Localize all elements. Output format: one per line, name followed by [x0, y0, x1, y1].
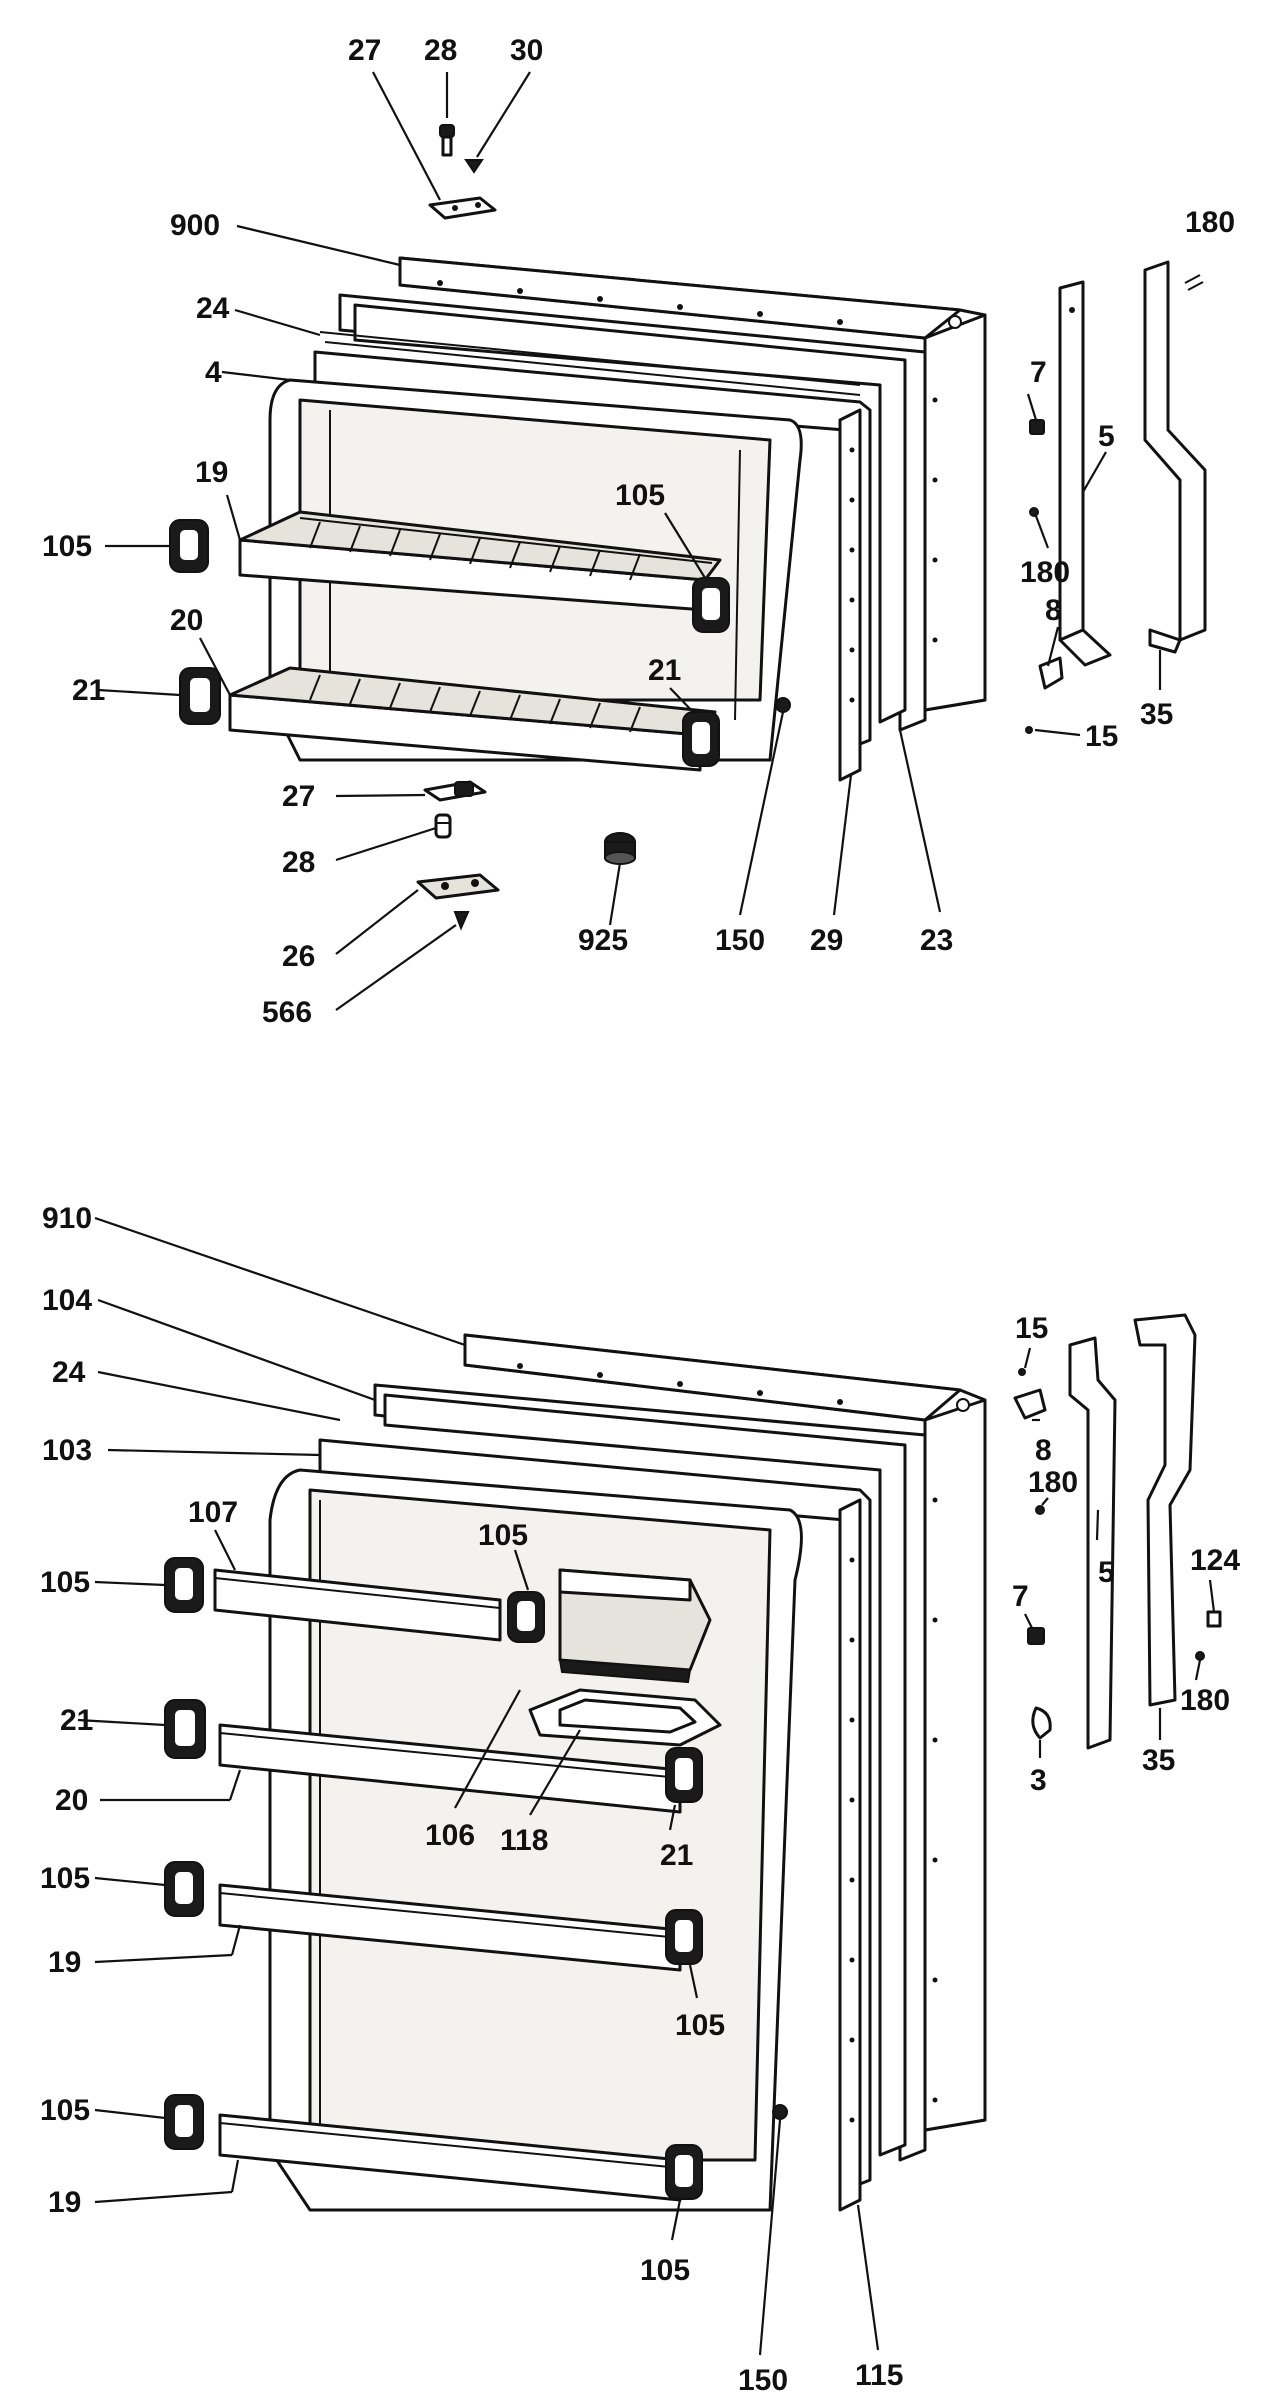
top-hinge-27	[428, 196, 497, 220]
shelf-end-caps-lower	[164, 1557, 703, 2200]
label-180-top: 180	[1185, 206, 1235, 239]
label-5-lower: 5	[1098, 1556, 1115, 1589]
screw-150-lower	[772, 2104, 788, 2120]
lower-leader-lines	[77, 1216, 1216, 2356]
lower-part-labels: 910 104 24 103 107 105 105 21 20 106 118…	[40, 1202, 1240, 2397]
label-7-lower: 7	[1012, 1580, 1029, 1613]
label-21-right: 21	[648, 654, 681, 687]
shelf-end-cap-21-right	[682, 711, 720, 767]
hinge-bar-35-upper	[1143, 260, 1207, 654]
plug-925	[604, 832, 636, 865]
gasket-holes-lower	[849, 1497, 938, 2123]
lower-door-assembly: 910 104 24 103 107 105 105 21 20 106 118…	[40, 1202, 1240, 2397]
label-24: 24	[196, 292, 230, 325]
label-15-lower: 15	[1015, 1312, 1048, 1345]
shelf-ribs	[309, 521, 641, 581]
label-7-upper: 7	[1030, 356, 1047, 389]
label-27-top: 27	[348, 34, 381, 67]
hinge-bar-35-lower	[1133, 1313, 1197, 1707]
shelf-bar-20	[228, 666, 717, 772]
label-15-upper: 15	[1085, 720, 1118, 753]
shelf-bar-20-lower	[218, 1723, 682, 1814]
label-115: 115	[855, 2359, 903, 2392]
label-150-upper: 150	[715, 924, 765, 957]
label-900: 900	[170, 209, 220, 242]
label-4: 4	[205, 356, 222, 389]
label-106: 106	[425, 1819, 475, 1852]
shelf-bar-19-a	[218, 1883, 682, 1972]
small-parts-upper	[1025, 274, 1204, 734]
dairy-door-106	[558, 1568, 712, 1684]
label-19-b: 19	[48, 2186, 81, 2219]
label-107: 107	[188, 1496, 238, 1529]
door-liner-frames-lower	[318, 1383, 938, 2212]
label-105-right: 105	[615, 479, 665, 512]
shelf-end-cap-105-right	[692, 577, 730, 633]
label-27-bottom: 27	[282, 780, 315, 813]
label-35-lower: 35	[1142, 1744, 1175, 1777]
label-8-upper: 8	[1045, 594, 1062, 627]
label-910: 910	[42, 1202, 92, 1235]
label-124: 124	[1190, 1544, 1240, 1577]
bottom-hinge-27	[423, 780, 487, 802]
upper-part-labels: 27 28 30 900 24 4 19 105 20 21 105 21 27…	[42, 34, 1235, 1029]
label-21-right-lower: 21	[660, 1839, 693, 1872]
label-30: 30	[510, 34, 543, 67]
label-5-upper: 5	[1098, 420, 1115, 453]
label-28-bottom: 28	[282, 846, 315, 879]
screw-30	[464, 159, 484, 174]
shelf-bar-107	[213, 1568, 502, 1642]
label-21-left: 21	[72, 674, 105, 707]
label-105-right-a: 105	[675, 2009, 725, 2042]
label-105-a: 105	[40, 1566, 90, 1599]
label-28-top: 28	[424, 34, 457, 67]
label-23: 23	[920, 924, 953, 957]
label-26: 26	[282, 940, 315, 973]
label-566: 566	[262, 996, 312, 1029]
label-180-a: 180	[1028, 1466, 1078, 1499]
gasket-holes	[849, 397, 938, 703]
label-20-lower: 20	[55, 1784, 88, 1817]
hinge-bracket-26	[416, 873, 500, 900]
screw-150-upper	[775, 697, 791, 713]
shelf-bar-19	[238, 510, 722, 612]
outer-door-panel-910	[463, 1333, 987, 2132]
label-105-left: 105	[42, 530, 92, 563]
label-180-b: 180	[1180, 1684, 1230, 1717]
label-20: 20	[170, 604, 203, 637]
label-105-mid: 105	[478, 1519, 528, 1552]
shelf-ribs-lower	[309, 674, 641, 733]
label-104: 104	[42, 1284, 92, 1317]
upper-leader-lines	[97, 71, 1162, 1011]
hinge-pin-28-top	[439, 124, 455, 157]
label-150-lower: 150	[738, 2364, 788, 2397]
label-19: 19	[195, 456, 228, 489]
hinge-pin-28-bottom	[434, 813, 452, 839]
label-103: 103	[42, 1434, 92, 1467]
label-35-upper: 35	[1140, 698, 1173, 731]
label-3: 3	[1030, 1764, 1047, 1797]
label-19-a: 19	[48, 1946, 81, 1979]
shelf-end-cap-105-left	[169, 519, 209, 573]
label-105-b: 105	[40, 1862, 90, 1895]
label-8-lower: 8	[1035, 1434, 1052, 1467]
door-stop-bar-5-lower	[1068, 1336, 1117, 1750]
door-stop-bar-5-upper	[1058, 280, 1112, 667]
dairy-tray-118	[528, 1688, 722, 1747]
label-118: 118	[500, 1824, 548, 1857]
label-180-mid: 180	[1020, 556, 1070, 589]
label-29: 29	[810, 924, 843, 957]
upper-door-assembly: 27 28 30 900 24 4 19 105 20 21 105 21 27…	[42, 34, 1235, 1029]
label-105-c: 105	[40, 2094, 90, 2127]
label-105-right-b: 105	[640, 2254, 690, 2287]
label-925: 925	[578, 924, 628, 957]
label-21-left-lower: 21	[60, 1704, 93, 1737]
screw-566	[453, 911, 470, 931]
label-24-lower: 24	[52, 1356, 86, 1389]
shelf-end-cap-21-left	[179, 667, 221, 725]
